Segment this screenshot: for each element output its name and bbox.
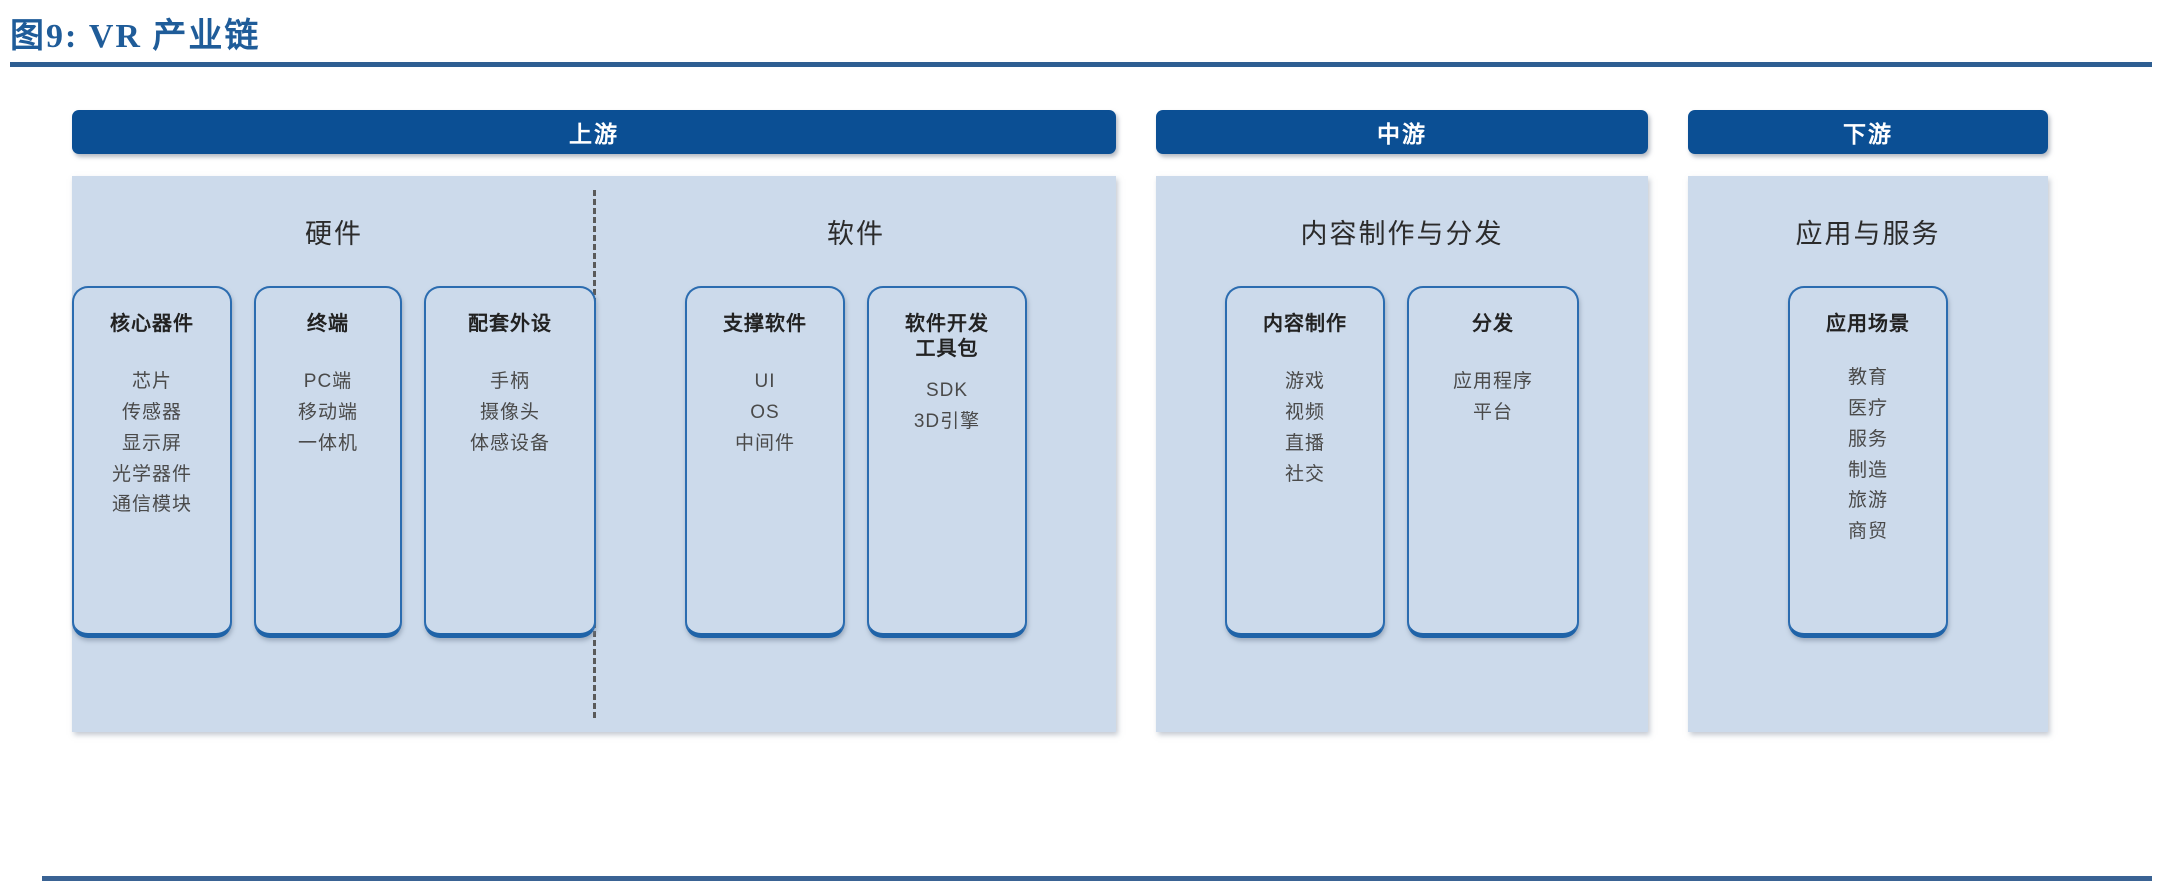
card-peripherals[interactable]: 配套外设 手柄 摄像头 体感设备 [424,286,596,639]
list-item: 3D引擎 [913,411,981,433]
card-row-software: 支撑软件 UI OS 中间件 软件开发 工具包 SDK 3D引擎 [685,286,1027,639]
card-row-midstream: 内容制作 游戏 视频 直播 社交 分发 应用程序 平台 [1225,286,1579,639]
list-item: 医疗 [1847,398,1888,420]
group-hardware: 硬件 核心器件 芯片 传感器 显示屏 光学器件 通信模块 终端 [72,176,596,732]
group-title-application-service: 应用与服务 [1795,219,1941,249]
value-chain-diagram: 上游 硬件 核心器件 芯片 传感器 显示屏 光学器件 通信模块 [0,110,2162,810]
list-item: 一体机 [297,432,358,454]
stage-header-midstream[interactable]: 中游 [1156,110,1648,154]
card-row-downstream: 应用场景 教育 医疗 服务 制造 旅游 商贸 [1788,286,1948,639]
list-item: UI [754,371,776,393]
card-title-core-components: 核心器件 [110,313,194,336]
card-title-content-production: 内容制作 [1263,313,1347,336]
list-item: 游戏 [1284,371,1325,393]
list-item: 教育 [1847,367,1888,389]
list-item: 光学器件 [111,463,192,485]
card-content-production[interactable]: 内容制作 游戏 视频 直播 社交 [1225,286,1385,639]
list-item: 体感设备 [469,432,550,454]
card-row-hardware: 核心器件 芯片 传感器 显示屏 光学器件 通信模块 终端 PC端 [72,286,596,639]
list-item: 移动端 [297,402,358,424]
card-title-sdk: 软件开发 工具包 [905,313,989,361]
card-distribution[interactable]: 分发 应用程序 平台 [1407,286,1579,639]
card-title-peripherals: 配套外设 [468,313,552,336]
card-title-support-software: 支撑软件 [723,313,807,336]
list-item: 社交 [1284,463,1325,485]
footer-divider-rule [42,876,2152,881]
group-content-production-distribution: 内容制作与分发 内容制作 游戏 视频 直播 社交 分发 [1156,176,1648,732]
card-title-terminal: 终端 [307,313,349,336]
list-item: 通信模块 [111,494,192,516]
list-item: 应用程序 [1452,371,1533,393]
list-item: OS [750,402,780,424]
stage-column-midstream: 中游 内容制作与分发 内容制作 游戏 视频 直播 社交 分 [1156,110,1648,732]
list-item: 视频 [1284,402,1325,424]
stage-header-downstream[interactable]: 下游 [1688,110,2048,154]
card-list-content-production: 游戏 视频 直播 社交 [1285,367,1325,490]
card-terminal[interactable]: 终端 PC端 移动端 一体机 [254,286,402,639]
stage-panel-downstream: 应用与服务 应用场景 教育 医疗 服务 制造 旅游 商贸 [1688,176,2048,732]
stage-panel-upstream: 硬件 核心器件 芯片 传感器 显示屏 光学器件 通信模块 终端 [72,176,1116,732]
card-application-scenarios[interactable]: 应用场景 教育 医疗 服务 制造 旅游 商贸 [1788,286,1948,639]
card-title-application-scenarios: 应用场景 [1826,313,1910,336]
list-item: SDK [925,380,969,402]
card-core-components[interactable]: 核心器件 芯片 传感器 显示屏 光学器件 通信模块 [72,286,232,639]
page-title: 图9: VR 产业链 [10,18,261,55]
stage-column-upstream: 上游 硬件 核心器件 芯片 传感器 显示屏 光学器件 通信模块 [72,110,1116,732]
list-item: 传感器 [121,402,182,424]
card-list-peripherals: 手柄 摄像头 体感设备 [470,367,550,459]
list-item: 平台 [1472,402,1513,424]
list-item: 旅游 [1847,490,1888,512]
group-title-hardware: 硬件 [305,219,363,249]
list-item: 摄像头 [479,402,540,424]
card-list-terminal: PC端 移动端 一体机 [298,367,358,459]
list-item: 制造 [1847,459,1888,481]
list-item: 中间件 [734,432,795,454]
list-item: PC端 [303,371,353,393]
card-list-sdk: SDK 3D引擎 [914,376,980,438]
card-title-distribution: 分发 [1472,313,1514,336]
list-item: 显示屏 [121,432,182,454]
list-item: 服务 [1847,428,1888,450]
card-list-core-components: 芯片 传感器 显示屏 光学器件 通信模块 [112,367,192,521]
card-support-software[interactable]: 支撑软件 UI OS 中间件 [685,286,845,639]
title-divider-rule [10,62,2152,67]
card-list-application-scenarios: 教育 医疗 服务 制造 旅游 商贸 [1848,363,1888,548]
stage-panel-midstream: 内容制作与分发 内容制作 游戏 视频 直播 社交 分发 [1156,176,1648,732]
stage-header-upstream[interactable]: 上游 [72,110,1116,154]
card-list-distribution: 应用程序 平台 [1453,367,1533,429]
group-software: 软件 支撑软件 UI OS 中间件 软件开发 工具包 SDK [596,176,1116,732]
card-sdk[interactable]: 软件开发 工具包 SDK 3D引擎 [867,286,1027,639]
list-item: 芯片 [131,371,172,393]
card-list-support-software: UI OS 中间件 [735,367,795,459]
list-item: 手柄 [489,371,530,393]
list-item: 商贸 [1847,521,1888,543]
group-title-content-production-distribution: 内容制作与分发 [1300,219,1504,249]
stage-column-downstream: 下游 应用与服务 应用场景 教育 医疗 服务 制造 旅游 商贸 [1688,110,2048,732]
list-item: 直播 [1284,432,1325,454]
group-title-software: 软件 [827,219,885,249]
group-application-service: 应用与服务 应用场景 教育 医疗 服务 制造 旅游 商贸 [1688,176,2048,732]
